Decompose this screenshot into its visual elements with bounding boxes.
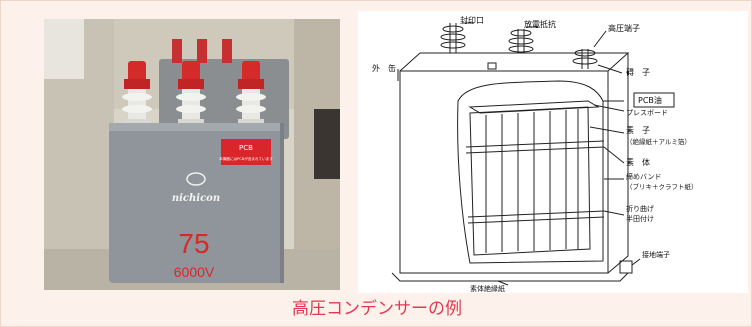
- label-fold: 折り曲げ: [626, 204, 654, 213]
- pcb-label-text: 本機器にはPCBが含まれています: [219, 156, 273, 161]
- label-element-body: 素 体: [626, 157, 650, 167]
- label-element: 素 子: [626, 125, 650, 135]
- label-element-note: （絶縁紙＋アルミ箔）: [626, 137, 691, 146]
- capacity-number: 75: [178, 228, 209, 259]
- label-band-note: （ブリキ＋クラフト紙）: [626, 182, 698, 191]
- figure-caption: 高圧コンデンサーの例: [292, 299, 462, 319]
- capacitor-illustration: PCB 本機器にはPCBが含まれています nichicon 75 6000V: [44, 19, 340, 290]
- label-body-insulation: 素体絶縁紙: [470, 284, 505, 293]
- label-ground-terminal: 接地端子: [642, 250, 670, 259]
- nichicon-logo: [186, 172, 206, 186]
- label-seal: 封印口: [460, 15, 484, 25]
- pcb-oil-box: [633, 92, 675, 108]
- label-hv-terminal: 高圧端子: [608, 23, 640, 33]
- voltage-text: 6000V: [174, 264, 215, 280]
- label-pressboard: プレスボード: [626, 109, 668, 117]
- label-pcb-oil: PCB油: [638, 95, 662, 105]
- label-band: 締めバンド: [626, 172, 661, 181]
- capacitor-photo: PCB 本機器にはPCBが含まれています nichicon 75 6000V: [44, 19, 340, 290]
- label-solder: 半田付け: [626, 214, 654, 223]
- cutaway-diagram: 封印口 放電抵抗 高圧端子 外 缶 碍 子 PCB油 プレスボード 素 子 （絶…: [372, 15, 698, 293]
- brand-text: nichicon: [172, 193, 220, 204]
- capacitor-diagram: 封印口 放電抵抗 高圧端子 外 缶 碍 子 PCB油 プレスボード 素 子 （絶…: [358, 11, 748, 293]
- pcb-label-title: PCB: [239, 144, 253, 152]
- label-discharge-resistor: 放電抵抗: [524, 19, 556, 29]
- label-outer-case: 外 缶: [372, 63, 396, 73]
- label-insulator: 碍 子: [626, 68, 650, 77]
